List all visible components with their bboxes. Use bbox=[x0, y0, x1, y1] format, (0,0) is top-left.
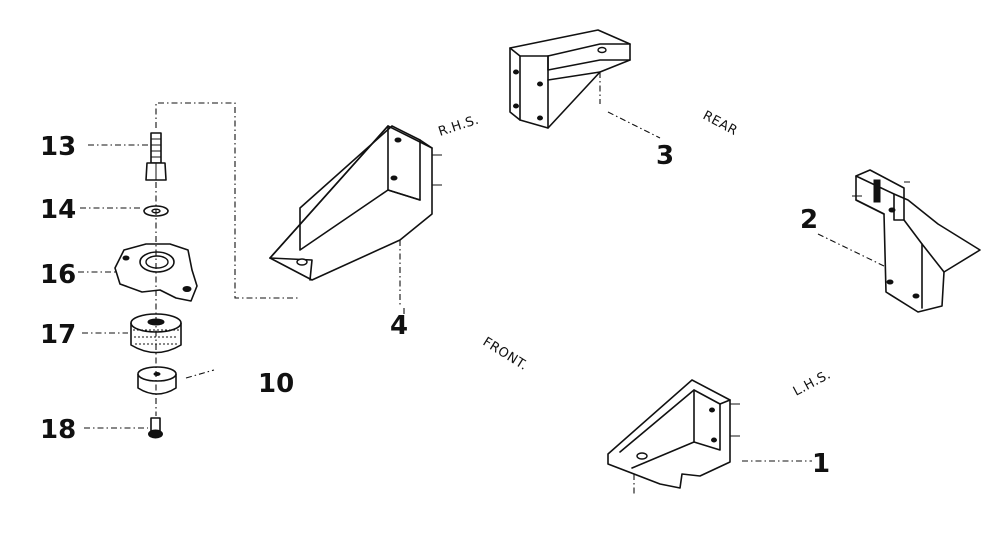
bracket-4 bbox=[269, 125, 442, 305]
label-rear: REAR bbox=[700, 108, 740, 139]
callout-16: 16 bbox=[40, 260, 76, 290]
stud-bolt-13 bbox=[145, 132, 167, 181]
callout-17: 17 bbox=[40, 320, 76, 350]
label-lhs: L.H.S. bbox=[791, 367, 834, 399]
bolt-18 bbox=[148, 417, 163, 439]
callout-2: 2 bbox=[800, 205, 818, 235]
callout-1: 1 bbox=[812, 449, 830, 479]
callout-14: 14 bbox=[40, 195, 76, 225]
label-front: FRONT. bbox=[480, 335, 530, 374]
callout-13: 13 bbox=[40, 132, 76, 162]
callout-4: 4 bbox=[390, 311, 408, 341]
callout-3: 3 bbox=[656, 141, 674, 171]
spacer-10 bbox=[137, 366, 177, 395]
assembly-link-line bbox=[155, 102, 300, 299]
bracket-3 bbox=[509, 29, 631, 129]
leader-lines bbox=[78, 111, 885, 462]
callout-10: 10 bbox=[258, 369, 294, 399]
bracket-1 bbox=[607, 379, 740, 496]
callout-18: 18 bbox=[40, 415, 76, 445]
bracket-2 bbox=[852, 169, 981, 313]
label-rhs: R.H.S. bbox=[437, 113, 481, 140]
